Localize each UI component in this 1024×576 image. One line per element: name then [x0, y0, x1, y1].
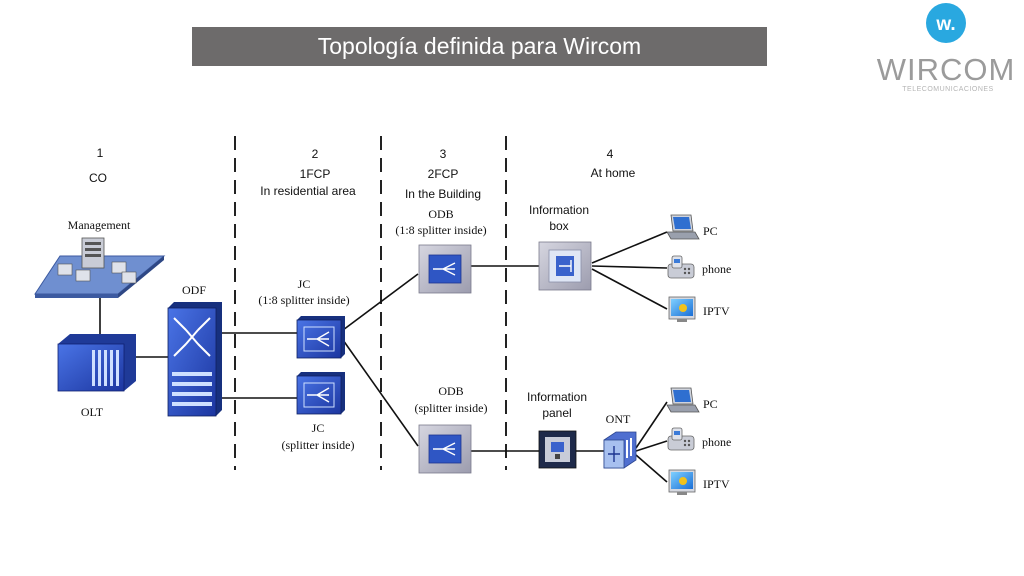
column-label: At home — [591, 166, 636, 180]
information-box-label: box — [549, 219, 568, 233]
jc-detail: (1:8 splitter inside) — [258, 293, 349, 307]
home-device-link — [591, 265, 668, 269]
device-label: PC — [703, 397, 718, 411]
device-label: phone — [702, 435, 731, 449]
tv-icon — [668, 469, 696, 496]
odf-icon — [167, 302, 222, 417]
column-number: 4 — [607, 147, 614, 161]
home-device-link — [635, 440, 668, 452]
olt-label: OLT — [81, 405, 104, 419]
column-label: 2FCP — [428, 167, 459, 181]
wircom-logo: w. WIRCOM TELECOMUNICACIONES — [877, 3, 1016, 93]
device-label: IPTV — [703, 477, 730, 491]
column-label: CO — [89, 171, 107, 185]
jc-splitter-icon — [296, 371, 346, 415]
pc-icon — [666, 214, 700, 240]
odb-label: ODB — [438, 384, 463, 398]
ont-icon — [603, 431, 637, 469]
jc-detail: (splitter inside) — [282, 438, 355, 452]
odb-label: ODB — [428, 207, 453, 221]
information-panel-icon — [538, 430, 577, 469]
olt-icon — [57, 334, 136, 392]
odb-detail: (1:8 splitter inside) — [395, 223, 486, 237]
slide-title: Topología definida para Wircom — [192, 27, 767, 66]
device-label: PC — [703, 224, 718, 238]
home-device-link — [591, 268, 668, 310]
odf-label: ODF — [182, 283, 206, 297]
jc-splitter-icon — [296, 315, 346, 359]
column-number: 1 — [97, 146, 104, 160]
device-label: IPTV — [703, 304, 730, 318]
odb-splitter-icon — [418, 424, 472, 474]
odb-splitter-icon — [418, 244, 472, 294]
ont-label: ONT — [606, 412, 631, 426]
logo-badge-icon — [926, 3, 966, 43]
logo-badge-letter: w. — [935, 14, 955, 35]
home-device-link — [591, 231, 668, 264]
column-label: 1FCP — [300, 167, 331, 181]
information-panel-label: Information — [527, 390, 587, 404]
jc-label: JC — [312, 421, 325, 435]
column-number: 2 — [312, 147, 319, 161]
information-panel-label: panel — [542, 406, 571, 420]
information-box-label: Information — [529, 203, 589, 217]
management-platform-icon — [34, 237, 166, 298]
pc-icon — [666, 387, 700, 413]
phone-icon — [667, 255, 695, 279]
odb-detail: (splitter inside) — [415, 401, 488, 415]
jc-odb-link — [342, 339, 419, 447]
logo-wordmark: WIRCOM — [877, 52, 1016, 87]
jc-label: JC — [298, 277, 311, 291]
tv-icon — [668, 296, 696, 323]
home-device-link — [635, 401, 668, 449]
phone-icon — [667, 427, 695, 451]
column-sublabel: In residential area — [260, 184, 356, 198]
column-sublabel: In the Building — [405, 187, 481, 201]
jc-odb-link — [342, 273, 419, 331]
logo-tagline: TELECOMUNICACIONES — [902, 86, 993, 93]
column-number: 3 — [440, 147, 447, 161]
information-box-icon — [538, 241, 592, 291]
management-label: Management — [68, 218, 131, 232]
home-device-link — [635, 454, 668, 483]
device-label: phone — [702, 262, 731, 276]
